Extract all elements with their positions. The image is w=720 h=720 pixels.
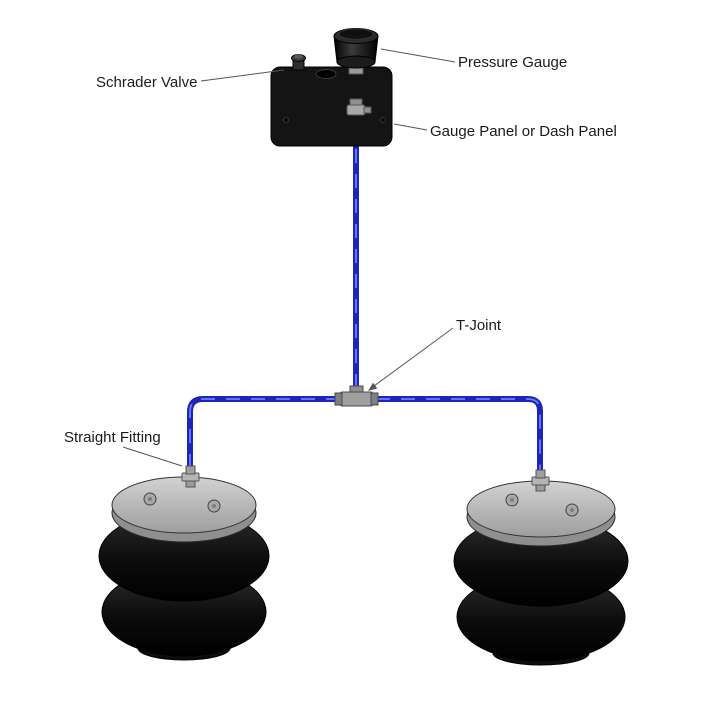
t-joint-right-nut <box>370 392 379 406</box>
gauge-panel <box>270 66 393 147</box>
t-joint <box>334 385 379 407</box>
air-line-branch <box>187 396 543 471</box>
straight-fitting-left-nut <box>185 465 196 475</box>
air-line-branch-highlight <box>189 398 541 471</box>
air-spring-left-bolt-hole-2-center <box>212 504 216 508</box>
t-joint-label: T-Joint <box>456 317 502 334</box>
t-joint-left-nut <box>334 392 343 406</box>
gauge-panel-leader-line <box>393 123 428 131</box>
gauge-base <box>336 55 376 69</box>
straight-fitting-label: Straight Fitting <box>64 429 161 446</box>
schrader-valve-label: Schrader Valve <box>96 74 197 91</box>
air-spring-right <box>453 480 629 666</box>
air-spring-left-plate-top <box>111 476 257 534</box>
air-spring-left-bolt-hole-1-center <box>148 497 152 501</box>
schrader-valve-leader-line <box>200 69 285 82</box>
air-spring-right-bolt-hole-2-center <box>570 508 574 512</box>
straight-fitting-right <box>531 469 550 492</box>
pressure-gauge <box>333 28 379 75</box>
air-spring-left <box>98 476 270 661</box>
t-joint-body <box>339 391 374 407</box>
pressure-gauge-label: Pressure Gauge <box>458 54 567 71</box>
schrader-valve <box>291 54 306 71</box>
schrader-valve-cap-top <box>294 54 303 59</box>
panel-oval-hole <box>315 69 337 79</box>
callouts: Schrader Valve Pressure Gauge Gauge Pane… <box>64 48 617 467</box>
panel-body <box>270 66 393 147</box>
bulkhead-fitting-branch <box>363 106 372 114</box>
straight-fitting-left <box>181 465 200 488</box>
straight-fitting-right-nut <box>535 469 546 479</box>
pressure-gauge-leader-line <box>380 48 456 63</box>
t-joint-leader-line <box>373 327 454 387</box>
panel-screw-right <box>380 117 386 123</box>
gauge-top-face <box>338 28 374 40</box>
air-spring-right-bolt-hole-1-center <box>510 498 514 502</box>
straight-fitting-leader-line <box>122 446 183 467</box>
bulkhead-fitting-body <box>346 104 366 116</box>
t-joint-leader-arrowhead <box>368 382 378 391</box>
gauge-panel-label: Gauge Panel or Dash Panel <box>430 123 617 140</box>
panel-screw-left <box>283 117 289 123</box>
